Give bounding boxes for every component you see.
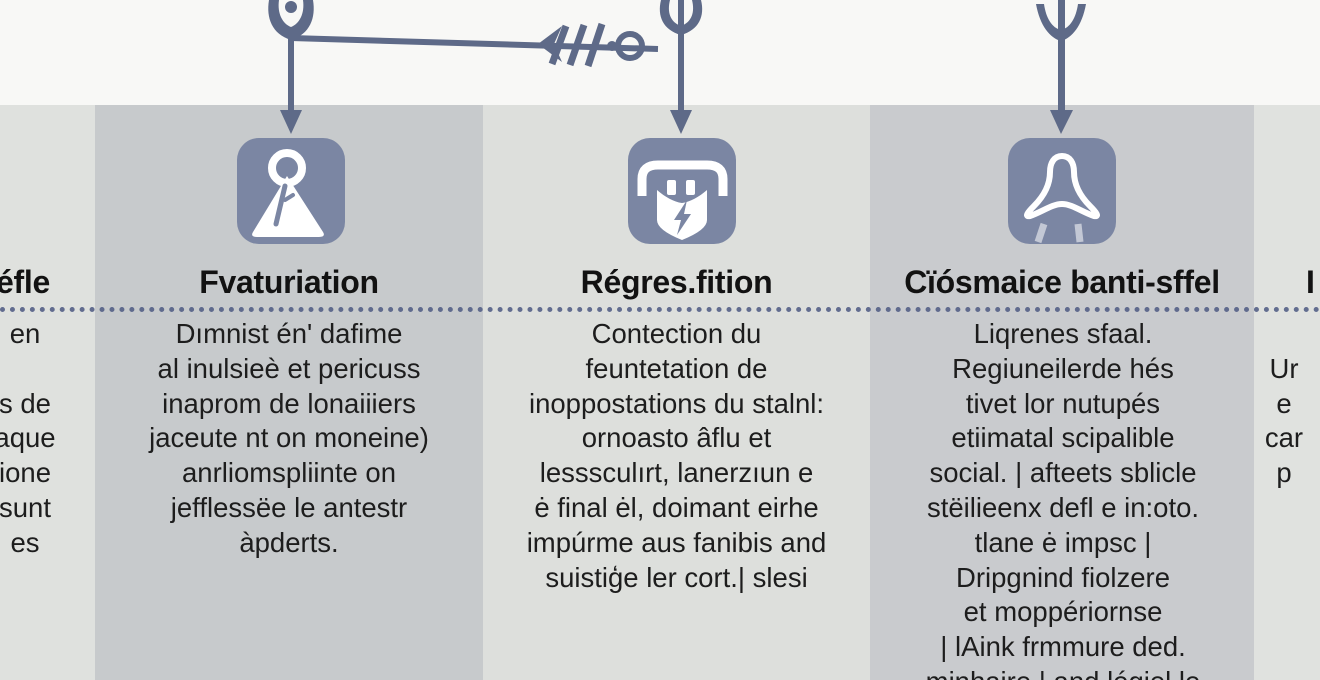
arrow-fletching-icon <box>538 22 645 68</box>
column-body-4: Liqrenes sfaal. Regiuneilerde hés tivet … <box>926 318 1201 680</box>
bell-rocket-icon <box>1008 138 1116 244</box>
column-heading-2: Fvaturiation <box>199 264 379 300</box>
teardrop-finial-icon <box>268 0 314 40</box>
column-heading-4: Cïósmaice banti-sffel <box>904 264 1220 300</box>
column-heading-5: I <box>1306 264 1315 300</box>
column-heading-3: Régres.fition <box>580 264 773 300</box>
down-arrow-icon <box>280 36 302 134</box>
column-body-5: Ur e car p <box>1264 352 1304 489</box>
dotted-separator-line <box>0 307 1320 312</box>
column-band-1 <box>0 105 95 680</box>
column-body-1: en s de aque ione sunt es <box>0 318 56 558</box>
fork-finial-icon <box>659 0 703 35</box>
key-mountain-icon <box>237 138 345 244</box>
flow-arrows-graphic <box>268 0 1086 134</box>
down-arrow-icon <box>1050 0 1073 134</box>
column-band-5 <box>1254 105 1320 680</box>
down-arrow-icon <box>670 33 692 134</box>
column-heading-1: éfle <box>0 264 50 300</box>
column-body-3: Contection du feuntetation de inoppostat… <box>526 318 827 593</box>
winged-finial-icon <box>1036 4 1086 41</box>
column-body-2: Dımnist én' dafime al inulsieè et pericu… <box>149 318 429 558</box>
shield-bolt-icon <box>628 138 736 244</box>
